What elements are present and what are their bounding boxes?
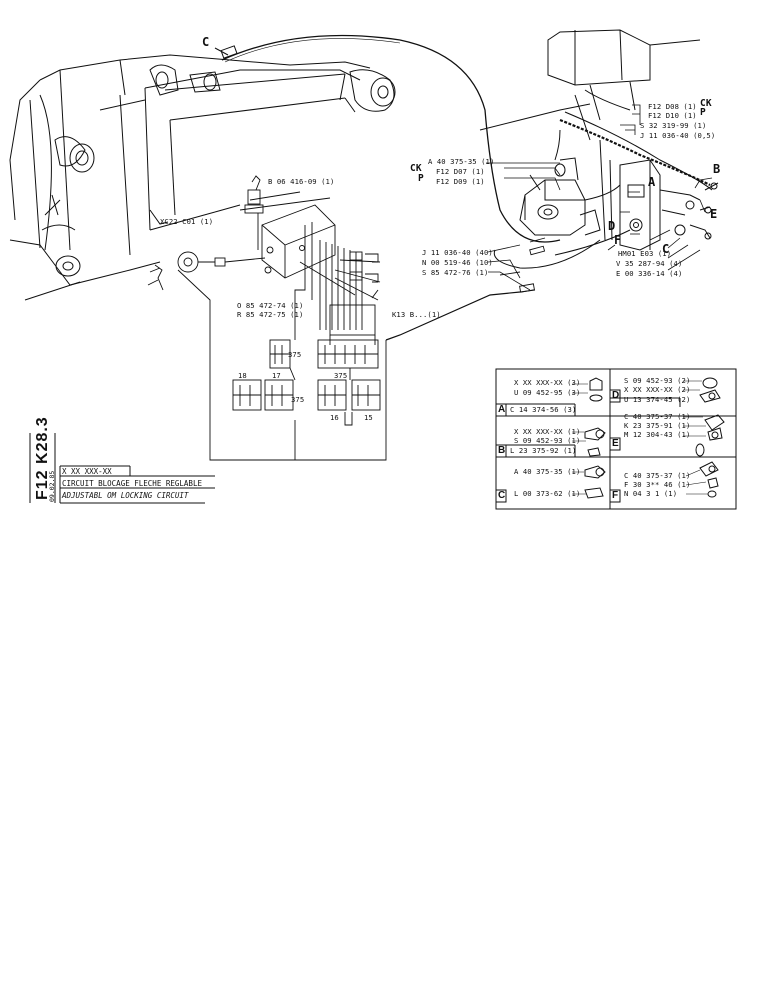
electrical-wiring bbox=[147, 175, 546, 461]
label-bus-375-c: 375 bbox=[334, 371, 348, 380]
label-ck-left: CK bbox=[410, 163, 422, 174]
drawing-date: 09.02.85 bbox=[48, 470, 56, 502]
callout-c-top: C bbox=[202, 35, 210, 49]
callout-e-right: E bbox=[710, 207, 718, 221]
label-n00: N 00 519-46 (10) bbox=[422, 258, 493, 267]
fitting-sketch-c bbox=[584, 465, 606, 499]
valve-assembly bbox=[479, 29, 719, 269]
label-j11-top: J 11 036-40 (0,5) bbox=[640, 131, 716, 140]
legend-b-line-1: X XX XXX-XX (1) bbox=[514, 427, 581, 436]
legend-a-letter: A bbox=[498, 404, 506, 415]
label-f12-d09: F12 D09 (1) bbox=[436, 177, 485, 186]
legend-a-line-1: X XX XXX-XX (3) bbox=[514, 378, 581, 387]
relay-block-lower bbox=[232, 379, 381, 411]
label-ck-right: CK bbox=[700, 98, 712, 109]
label-fuse-17: 17 bbox=[272, 371, 281, 380]
title-french: CIRCUIT BLOCAGE FLECHE REGLABLE bbox=[62, 479, 202, 488]
fitting-sketch-e bbox=[695, 414, 725, 457]
legend-b-letter: B bbox=[498, 445, 506, 456]
label-v35: V 35 287-94 (4) bbox=[616, 259, 683, 268]
title-block-frame bbox=[29, 433, 215, 504]
legend-a-sub: C 14 374-56 (3) bbox=[510, 405, 577, 414]
callout-a-mid: A bbox=[648, 175, 656, 189]
legend-d-line-2: X XX XXX-XX (2) bbox=[624, 385, 691, 394]
label-a40-top: A 40 375-35 (1) bbox=[428, 157, 495, 166]
callout-b-right: B bbox=[713, 162, 721, 176]
fitting-sketch-d bbox=[699, 377, 721, 403]
legend-d-line-1: S 09 452-93 (2) bbox=[624, 376, 691, 385]
label-s32: S 32 319-99 (1) bbox=[640, 121, 707, 130]
label-hm01: HM01 E03 (1) bbox=[618, 249, 672, 258]
label-f12-d10: F12 D10 (1) bbox=[648, 111, 697, 120]
callout-leaders bbox=[486, 104, 713, 291]
callout-hm01-c: C bbox=[662, 242, 670, 256]
boom-structure bbox=[9, 54, 396, 301]
label-b06: B 06 416-09 (1) bbox=[268, 177, 335, 186]
top-cable bbox=[214, 34, 561, 243]
legend-c-line-1: A 40 375-35 (1) bbox=[514, 467, 581, 476]
label-f12-d07: F12 D07 (1) bbox=[436, 167, 485, 176]
legend-d-sub: U 13 374-45 (2) bbox=[624, 395, 691, 404]
title-part-code: X XX XXX-XX bbox=[62, 467, 112, 476]
legend-f-line-3: N 04 3 1 (1) bbox=[624, 489, 678, 498]
fitting-sketch-b bbox=[584, 427, 606, 457]
callout-f-mid: F bbox=[614, 233, 622, 247]
legend-b-line-2: S 09 452-93 (1) bbox=[514, 436, 581, 445]
legend-b-sub: L 23 375-92 (1) bbox=[510, 446, 577, 455]
legend-f-line-2: F 30 3** 46 (1) bbox=[624, 480, 691, 489]
label-p-left: P bbox=[418, 173, 424, 184]
fitting-sketch-f bbox=[699, 461, 719, 498]
legend-e-line-3: M 12 304-43 (1) bbox=[624, 430, 691, 439]
legend-c-letter: C bbox=[498, 490, 506, 501]
legend-f-line-1: C 40 375-37 (1) bbox=[624, 471, 691, 480]
legend-a-line-2: U 09 452-95 (3) bbox=[514, 388, 581, 397]
relay-block-upper bbox=[269, 339, 379, 369]
label-fuse-16: 16 bbox=[330, 413, 339, 422]
label-k13: K13 B...(1) bbox=[392, 310, 441, 319]
label-o85: O 85 472-74 (1) bbox=[237, 301, 304, 310]
legend-e-line-1: C 40 375-37 (1) bbox=[624, 412, 691, 421]
legend-e-letter: E bbox=[612, 438, 619, 449]
label-fuse-15: 15 bbox=[364, 413, 373, 422]
label-s85: S 85 472-76 (1) bbox=[422, 268, 489, 277]
label-r85: R 85 472-75 (1) bbox=[237, 310, 304, 319]
callout-d-mid: D bbox=[608, 219, 616, 233]
legend-table-frame bbox=[495, 368, 737, 510]
label-j11-mid: J 11 036-40 (40) bbox=[422, 248, 493, 257]
label-f12-d08: F12 D08 (1) bbox=[648, 102, 697, 111]
label-bus-375-b: 375 bbox=[291, 395, 305, 404]
legend-d-letter: D bbox=[612, 390, 620, 401]
label-e00: E 00 336-14 (4) bbox=[616, 269, 683, 278]
legend-c-line-2: L 00 373-62 (1) bbox=[514, 489, 581, 498]
label-bus-375-a: 375 bbox=[288, 350, 302, 359]
label-fuse-18: 18 bbox=[238, 371, 247, 380]
title-english: ADJUSTABL OM LOCKING CIRCUIT bbox=[62, 491, 189, 500]
legend-f-letter: F bbox=[612, 490, 619, 501]
fitting-sketch-a bbox=[589, 377, 603, 402]
label-xc22: XC22 C01 (1) bbox=[160, 217, 214, 226]
label-p-right: P bbox=[700, 107, 706, 118]
legend-e-line-2: K 23 375-91 (1) bbox=[624, 421, 691, 430]
